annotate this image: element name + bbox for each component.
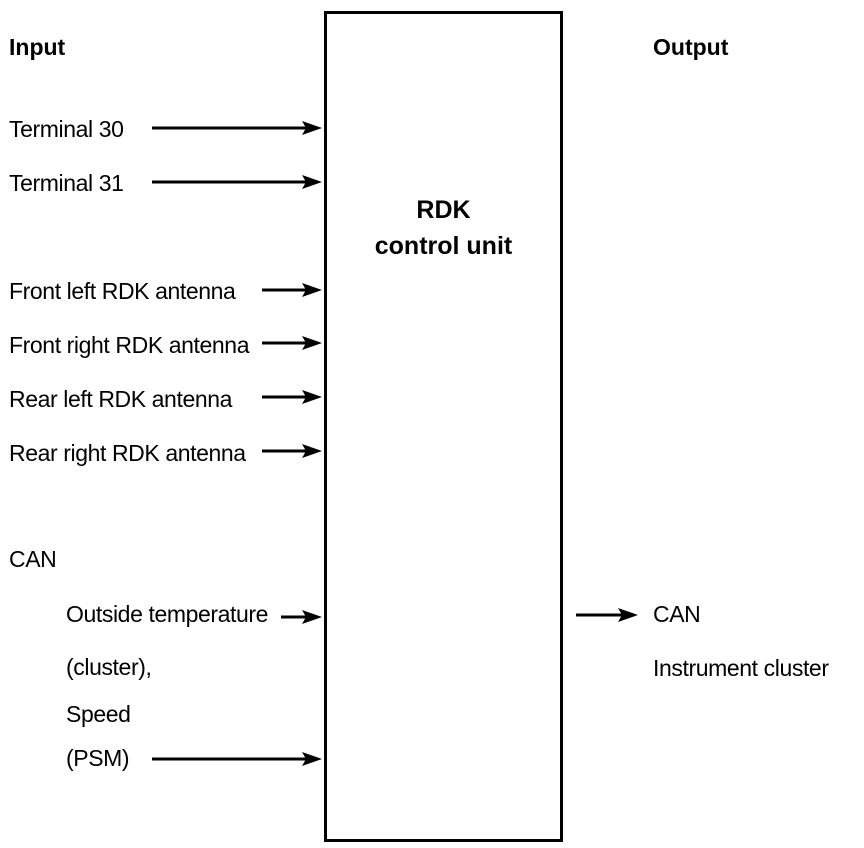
input-can: CAN [9,546,57,572]
input-speed-line1: Speed [66,701,131,727]
arrow-front-right-antenna [262,336,322,350]
input-front-left-antenna: Front left RDK antenna [9,278,236,304]
arrow-terminal-31 [152,175,322,189]
output-instrument-cluster: Instrument cluster [653,655,829,681]
arrow-rear-right-antenna [262,444,322,458]
control-unit-title-line2: control unit [374,232,513,260]
control-unit-title-line1: RDK [416,196,471,224]
control-unit-title: RDK control unit [324,192,563,264]
input-terminal-31: Terminal 31 [9,170,124,196]
input-rear-left-antenna: Rear left RDK antenna [9,386,233,412]
arrow-outside-temperature [281,610,322,624]
arrow-terminal-30 [152,121,322,135]
input-rear-right-antenna: Rear right RDK antenna [9,440,246,466]
input-terminal-30: Terminal 30 [9,116,124,142]
arrow-rear-left-antenna [262,390,322,404]
output-can: CAN [653,601,701,627]
input-header: Input [9,34,66,60]
input-front-right-antenna: Front right RDK antenna [9,332,250,358]
input-outside-temperature-line2: (cluster), [66,654,152,680]
arrow-speed [152,752,322,766]
control-unit-box [324,11,563,842]
output-header: Output [653,34,729,60]
arrow-output-can [576,608,638,622]
input-outside-temperature-line1: Outside temperature [66,601,269,627]
arrow-front-left-antenna [262,283,322,297]
input-speed-line2: (PSM) [66,745,130,771]
